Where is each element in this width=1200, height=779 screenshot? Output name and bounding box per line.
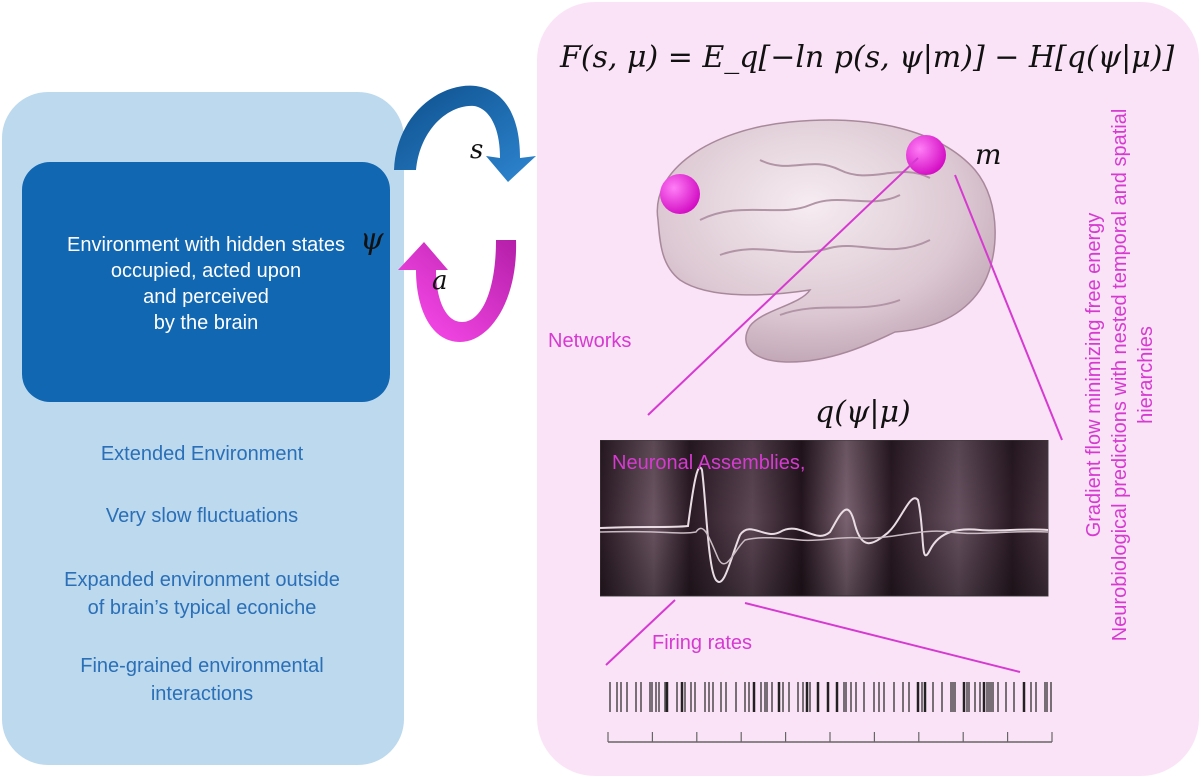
- bullet-line: Very slow fluctuations: [105, 505, 299, 527]
- networks-label: Networks: [548, 330, 632, 352]
- environment-line-3: and perceived: [143, 286, 269, 308]
- bullet-line: Extended Environment: [100, 443, 304, 465]
- environment-line-4: by the brain: [153, 312, 259, 334]
- caption-line-1: Gradient flow minimizing free energy: [1083, 212, 1105, 538]
- bullet-line: Fine-grained environmental: [80, 655, 324, 677]
- action-label: a: [432, 266, 448, 296]
- spike-raster: [607, 682, 1053, 743]
- bullet-expanded-environment: Expanded environment outside of brain’s …: [12, 566, 392, 622]
- neuronal-assemblies-label: Neuronal Assemblies,: [612, 452, 806, 474]
- brain-cortex-icon: [656, 119, 996, 363]
- sensation-arrow-icon: [394, 85, 536, 182]
- bullet-line: of brain’s typical econiche: [87, 597, 317, 619]
- sensation-label: s: [470, 135, 484, 165]
- assembly-trace-1: [600, 466, 1049, 583]
- action-arrow-icon: [398, 240, 517, 342]
- perception-action-loop: [394, 85, 536, 342]
- bullet-extended-environment: Extended Environment: [12, 440, 392, 468]
- gradient-flow-caption: Gradient flow minimizing free energy Neu…: [1070, 60, 1170, 642]
- free-energy-formula: F(s, μ) = E_q[−ln p(s, ψ|m)] − H[q(ψ|μ)]: [560, 40, 1175, 75]
- psi-symbol: ψ: [360, 222, 384, 257]
- posterior-label: q(ψ|μ): [815, 395, 911, 430]
- environment-box: [22, 162, 390, 402]
- environment-line-1: Environment with hidden states: [67, 234, 345, 256]
- assembly-trace-2: [600, 527, 1049, 565]
- model-label: m: [975, 138, 1002, 171]
- bullet-fine-grained: Fine-grained environmental interactions: [12, 652, 392, 708]
- network-node-frontal: [660, 174, 700, 214]
- bullet-slow-fluctuations: Very slow fluctuations: [12, 502, 392, 530]
- caption-line-3: hierarchies: [1135, 326, 1157, 424]
- firing-rates-label: Firing rates: [652, 632, 753, 654]
- environment-line-2: occupied, acted upon: [110, 260, 302, 282]
- network-node-parietal: [906, 135, 946, 175]
- bullet-line: interactions: [150, 683, 254, 705]
- bullet-line: Expanded environment outside: [64, 569, 340, 591]
- caption-line-2: Neurobiological predictions with nested …: [1109, 108, 1131, 642]
- neuronal-assemblies-plot: [600, 440, 1049, 597]
- environment-description: Environment with hidden states occupied,…: [22, 232, 390, 336]
